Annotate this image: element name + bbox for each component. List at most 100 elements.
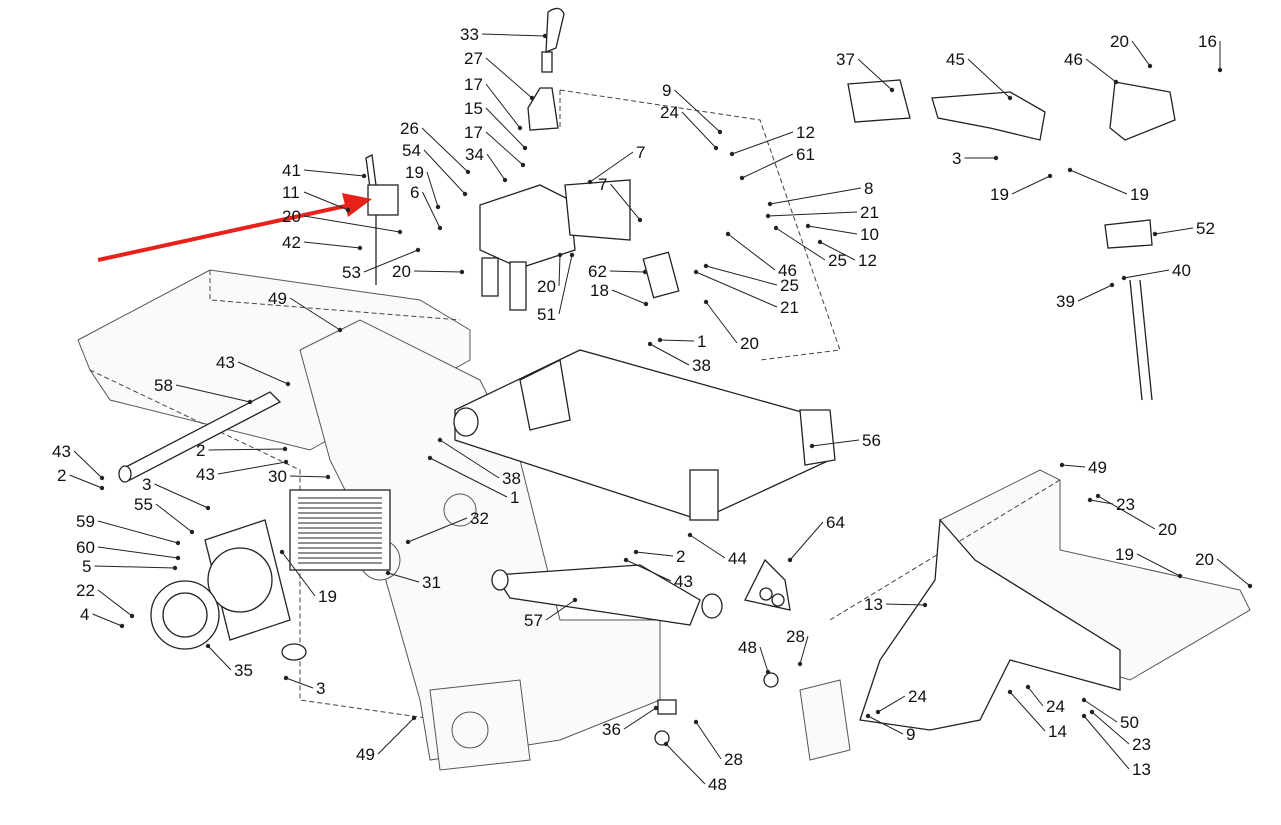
callout-3: 3 [316, 679, 325, 698]
leader-arrowhead [279, 549, 285, 555]
leader-arrowhead [687, 532, 693, 538]
leader-arrowhead [693, 719, 699, 725]
callout-14: 14 [1048, 722, 1067, 741]
callout-2: 2 [57, 466, 66, 485]
leader-line [1216, 558, 1251, 587]
callout-6: 6 [410, 183, 419, 202]
leader-line [285, 677, 314, 689]
leader-arrowhead [283, 459, 289, 465]
leader-line [303, 241, 361, 249]
callout-12: 12 [858, 251, 877, 270]
callout-28: 28 [724, 750, 743, 769]
leader-line [625, 559, 672, 582]
callout-3: 3 [952, 149, 961, 168]
callout-54: 54 [402, 141, 421, 160]
leader-line [589, 151, 634, 183]
leader-line [759, 646, 769, 673]
filter-62 [642, 251, 680, 299]
leader-arrowhead [875, 709, 881, 715]
callout-32: 32 [470, 509, 489, 528]
callout-44: 44 [728, 549, 747, 568]
leader-line [665, 743, 706, 785]
leader-arrowhead [385, 570, 391, 576]
callout-11: 11 [282, 183, 300, 202]
leader-arrowhead [773, 225, 779, 231]
callout-16: 16 [1198, 32, 1217, 51]
leader-line [481, 33, 546, 37]
leader-arrowhead [922, 602, 928, 608]
leader-arrowhead [765, 669, 771, 675]
leader-line [1123, 269, 1170, 279]
callout-20: 20 [537, 277, 556, 296]
leader-arrowhead [642, 269, 648, 275]
callout-43: 43 [216, 353, 235, 372]
leader-line [97, 520, 179, 544]
leader-arrowhead [459, 269, 465, 275]
leader-line [289, 297, 341, 331]
leader-line [610, 183, 641, 221]
callout-20: 20 [1110, 32, 1129, 51]
leader-line [485, 83, 521, 129]
plugs-48 [654, 672, 779, 746]
leader-arrowhead [1081, 697, 1087, 703]
callout-45: 45 [946, 50, 965, 69]
callout-9: 9 [662, 81, 671, 100]
oil-cooler [289, 489, 391, 571]
callout-35: 35 [234, 661, 253, 680]
leader-arrowhead [415, 247, 421, 253]
leader-arrowhead [643, 301, 649, 307]
leader-arrowhead [1217, 67, 1223, 73]
leader-arrowhead [361, 173, 367, 179]
leader-line [857, 58, 893, 91]
leader-arrowhead [693, 269, 699, 275]
leader-arrowhead [172, 565, 178, 571]
leader-arrowhead [569, 252, 575, 258]
callout-13: 13 [864, 595, 883, 614]
leader-arrowhead [817, 239, 823, 245]
leader-arrowhead [725, 231, 731, 237]
leader-line [1069, 169, 1128, 195]
leader-line [635, 551, 674, 557]
leader-line [485, 107, 526, 149]
leader-line [73, 450, 103, 479]
leader-line [659, 339, 695, 342]
callout-24: 24 [660, 103, 679, 122]
leader-line [439, 439, 500, 479]
horn [281, 643, 307, 661]
leader-arrowhead [1177, 573, 1183, 579]
callout-43: 43 [52, 442, 71, 461]
callout-37: 37 [836, 50, 855, 69]
callout-58: 58 [154, 376, 173, 395]
callout-49: 49 [268, 289, 287, 308]
callout-7: 7 [636, 143, 645, 162]
leader-line [155, 503, 193, 533]
leader-line [545, 599, 576, 621]
leader-line [819, 241, 856, 261]
leader-arrowhead [462, 191, 468, 197]
leader-arrowhead [1007, 95, 1013, 101]
leader-arrowhead [703, 299, 709, 305]
pivot-shaft [118, 391, 282, 483]
leader-arrowhead [1067, 167, 1073, 173]
leader-arrowhead [189, 529, 195, 535]
leader-arrowhead [1121, 275, 1127, 281]
leader-line [1011, 175, 1051, 195]
leader-line [767, 211, 858, 217]
leader-arrowhead [1247, 583, 1253, 589]
leader-line [623, 707, 657, 730]
callout-42: 42 [282, 233, 301, 252]
leader-line [1009, 691, 1046, 732]
lift-cylinder [491, 564, 723, 626]
leader-line [741, 153, 794, 179]
callout-19: 19 [1130, 185, 1149, 204]
callout-40: 40 [1172, 261, 1191, 280]
leader-line [423, 149, 466, 195]
leader-arrowhead [529, 95, 535, 101]
joystick-handle [527, 7, 565, 131]
leader-line [705, 265, 778, 286]
leader-arrowhead [437, 437, 443, 443]
leader-lines [69, 33, 1253, 785]
leader-arrowhead [739, 175, 745, 181]
leader-arrowhead [283, 675, 289, 681]
